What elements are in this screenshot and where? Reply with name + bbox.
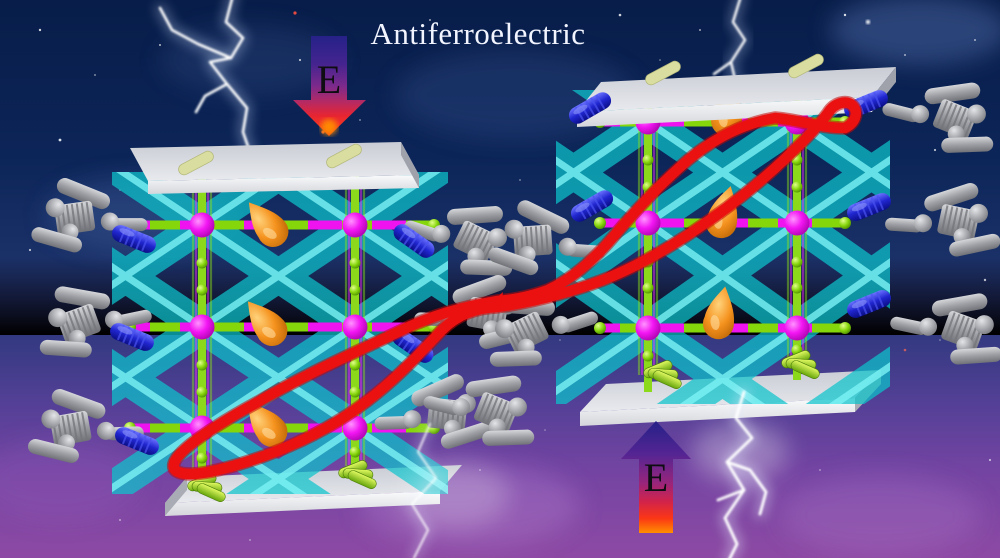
- lightning-bolt-bottom-center: [400, 420, 510, 558]
- field-arrow-down: E: [293, 36, 366, 136]
- lightning-bolt-bottom-right: [692, 387, 788, 558]
- field-arrow-up: E: [621, 421, 691, 533]
- field-label-left: E: [317, 57, 341, 102]
- left-top-electrode-plate: [130, 141, 419, 194]
- loop-pinch-arrow: [483, 292, 503, 310]
- hysteresis-loop: [166, 95, 863, 481]
- title-text: Antiferroelectric: [370, 16, 585, 51]
- field-label-right: E: [644, 455, 668, 500]
- arrow-tip-glow: [321, 119, 337, 135]
- lightning-bolt-top-left: [155, 0, 257, 185]
